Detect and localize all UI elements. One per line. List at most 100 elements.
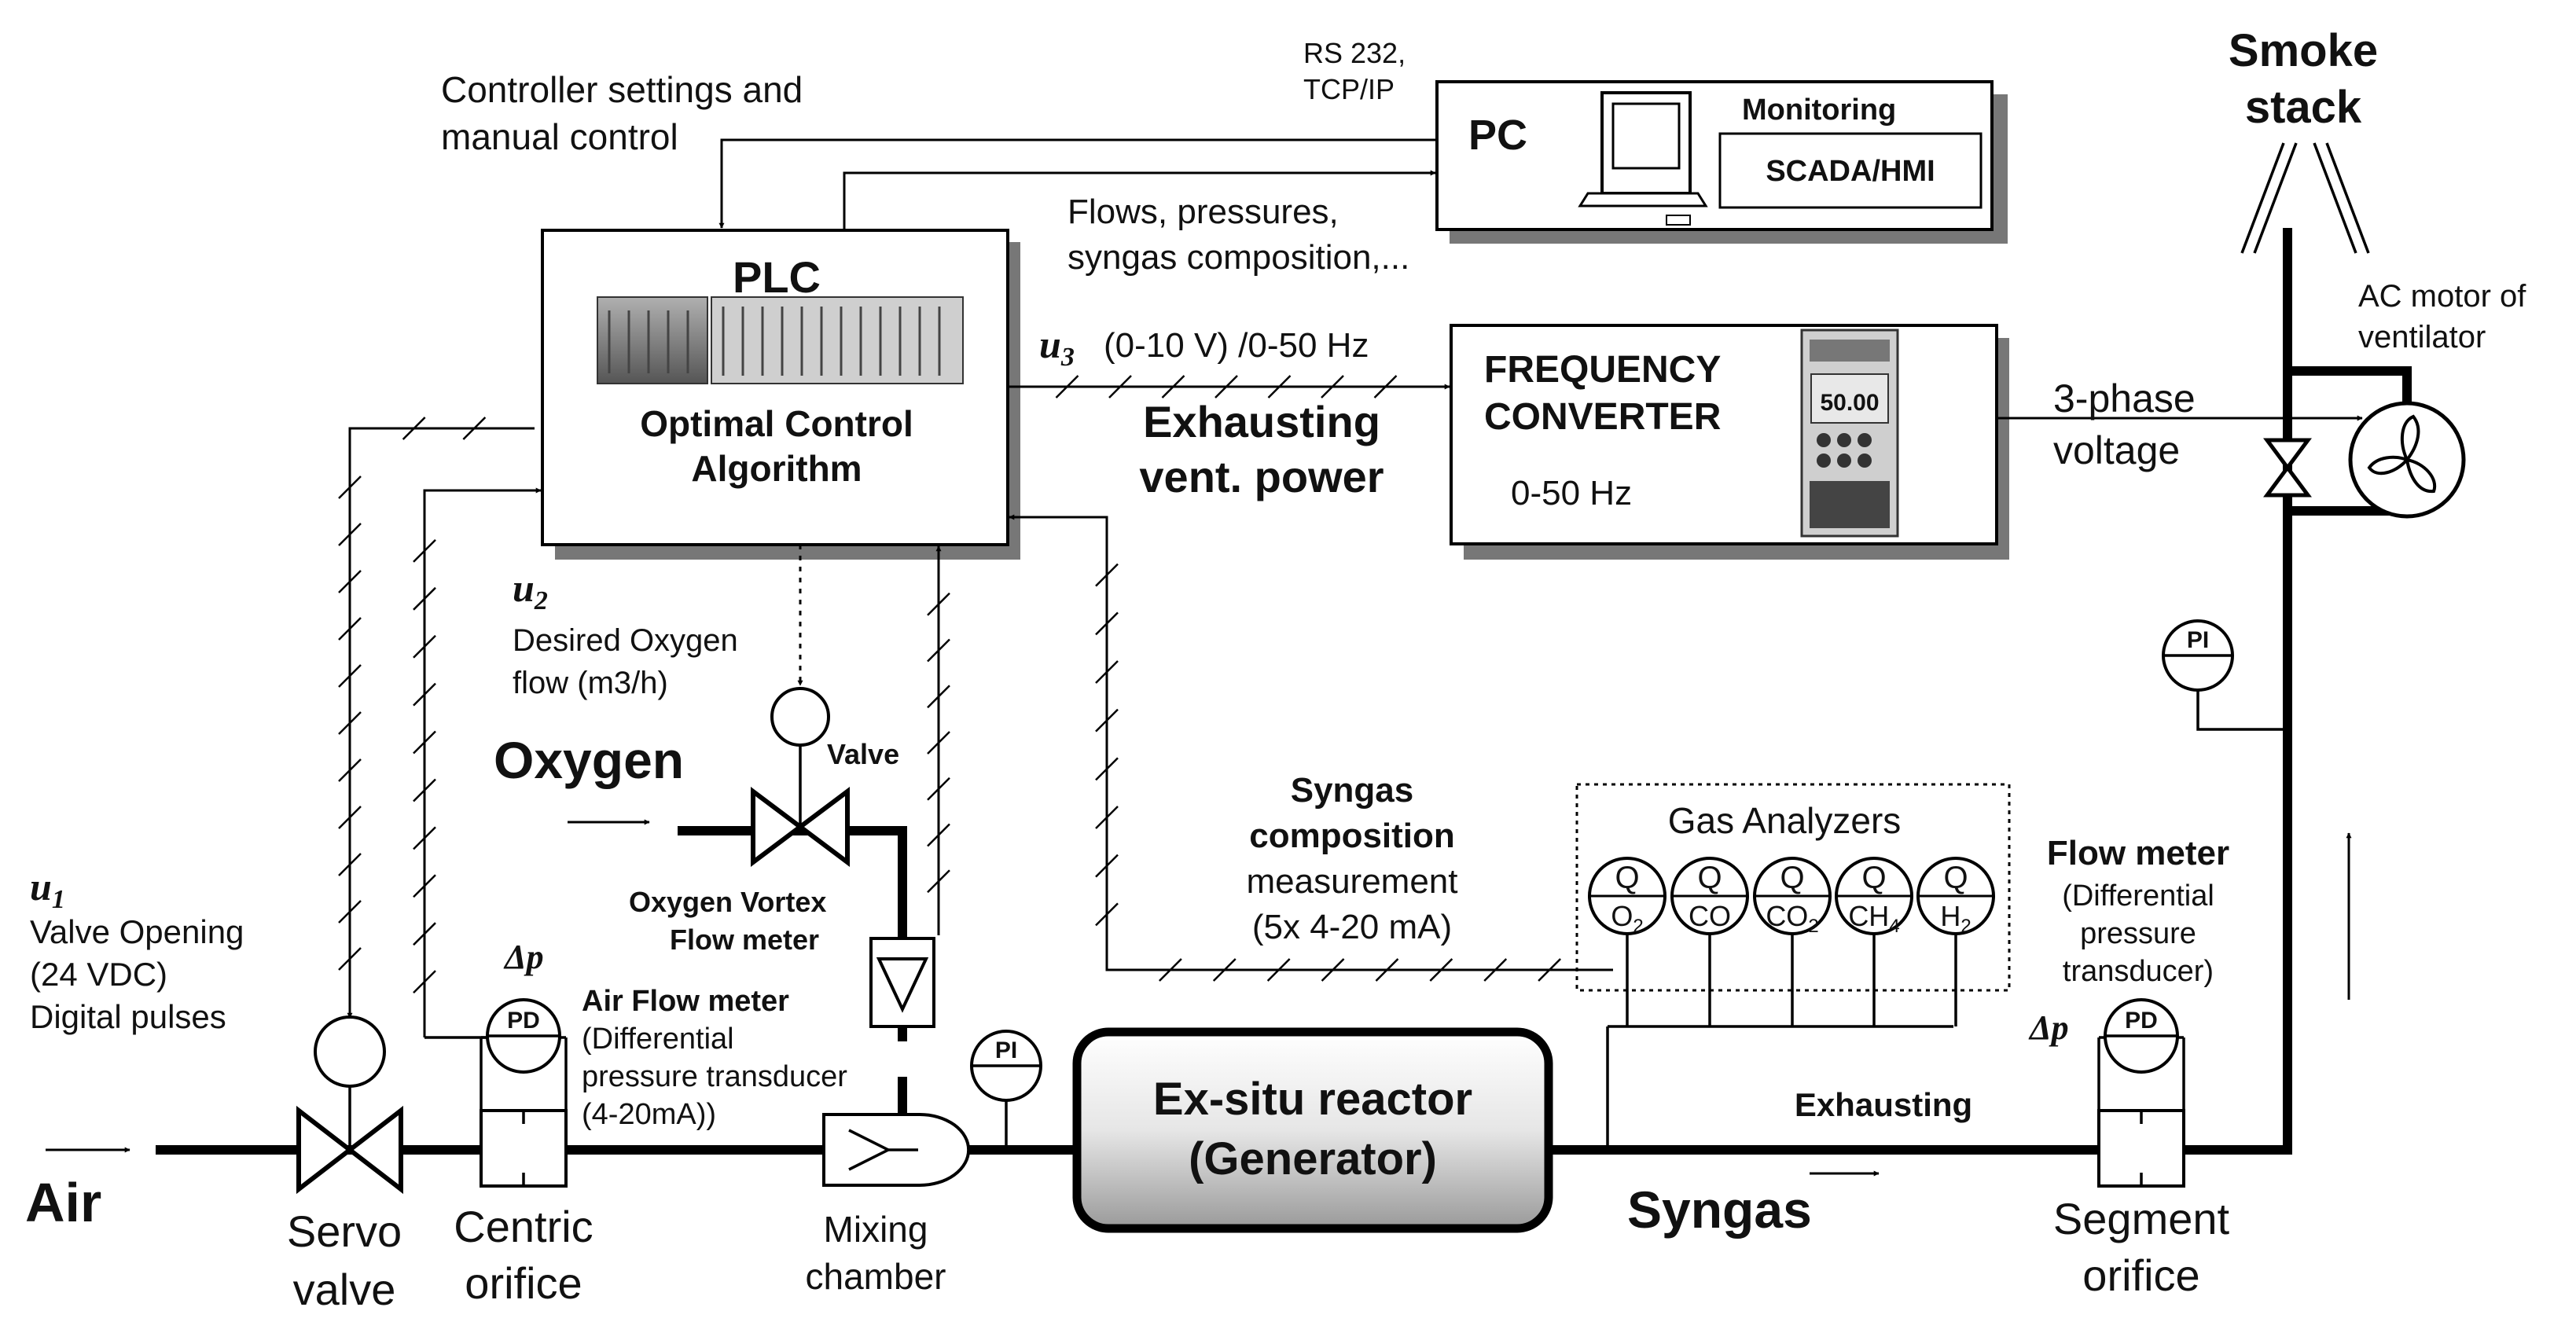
reactor-line1: Ex-situ reactor <box>1153 1074 1472 1125</box>
analyzer-gas-label: H2 <box>1940 900 1971 937</box>
servo-line2: valve <box>293 1265 396 1314</box>
gas-analyzers-label: Gas Analyzers <box>1668 800 1902 841</box>
analyzer-gas-label: O2 <box>1611 900 1643 937</box>
text-labels: Controller settings and manual control R… <box>25 25 2526 1314</box>
syngas-comp-line3: measurement <box>1246 862 1457 901</box>
pc-box: PC Monitoring SCADA/HMI <box>1435 80 2008 244</box>
three-phase-line1: 3-phase <box>2053 376 2196 420</box>
three-phase-line2: voltage <box>2053 428 2180 472</box>
delta-p-exhaust: Δp <box>2028 1008 2069 1047</box>
u3-symbol: u3 <box>1039 322 1075 372</box>
exhausting-vent-line2: vent. power <box>1139 452 1384 501</box>
reactor-line2: (Generator) <box>1189 1133 1437 1184</box>
analyzer-q-label: Q <box>1861 861 1886 895</box>
optimal-control-line1: Optimal Control <box>640 403 913 444</box>
u2-symbol: u2 <box>513 566 548 615</box>
air-flow-line1: Air Flow meter <box>582 985 789 1018</box>
pi-stack-label: PI <box>2187 627 2209 653</box>
pc-label: PC <box>1468 112 1527 159</box>
oxygen-valve <box>751 687 850 867</box>
centric-line2: orifice <box>465 1258 582 1308</box>
pi-mixing-gauge: PI <box>970 1030 1042 1148</box>
ventilator-assembly <box>2263 366 2466 519</box>
u3-signal: (0-10 V) /0-50 Hz <box>1104 326 1369 365</box>
flow-arrows <box>46 819 2352 1177</box>
pd-exhaust-label: PD <box>2125 1008 2158 1034</box>
freq-range: 0-50 Hz <box>1511 474 1632 512</box>
mixing-line1: Mixing <box>824 1209 928 1250</box>
flows-line2: syngas composition,... <box>1068 238 1409 277</box>
syngas-comp-line1: Syngas <box>1291 771 1414 810</box>
smoke-line2: stack <box>2245 82 2362 133</box>
gas-analyzer-h2: Q H2 <box>1916 857 1995 1026</box>
rs232-line1: RS 232, <box>1303 37 1406 69</box>
gas-analyzer-ch4: Q CH4 <box>1835 857 1913 1026</box>
monitoring-label: Monitoring <box>1742 94 1896 127</box>
centric-line1: Centric <box>454 1202 593 1251</box>
computer-icon <box>1578 91 1708 226</box>
analyzer-gas-label: CO2 <box>1766 900 1818 937</box>
analyzer-q-label: Q <box>1615 861 1639 895</box>
gas-analyzer-co: Q CO <box>1670 857 1749 1026</box>
analyzer-q-label: Q <box>1780 861 1804 895</box>
optimal-control-line2: Algorithm <box>691 448 862 489</box>
servo-line1: Servo <box>287 1206 402 1256</box>
analyzer-q-label: Q <box>1943 861 1968 895</box>
pd-air-label: PD <box>507 1008 540 1034</box>
mixing-line2: chamber <box>806 1256 946 1297</box>
controller-settings-line2: manual control <box>441 116 678 157</box>
freq-line1: FREQUENCY <box>1484 349 1721 391</box>
freq-line2: CONVERTER <box>1484 396 1721 438</box>
desired-oxygen-line1: Desired Oxygen <box>513 623 738 658</box>
oxygen-vortex-line1: Oxygen Vortex <box>629 886 826 918</box>
reactor: Ex-situ reactor (Generator) <box>1072 1027 1553 1233</box>
servo-actuator-icon <box>314 1015 386 1088</box>
scada-label: SCADA/HMI <box>1766 155 1935 188</box>
rs232-line2: TCP/IP <box>1303 73 1395 105</box>
ac-motor-line2: ventilator <box>2358 320 2486 354</box>
desired-oxygen-line2: flow (m3/h) <box>513 666 668 700</box>
oxygen-vortex-flowmeter <box>869 937 935 1028</box>
segment-orifice: PD <box>2097 998 2185 1188</box>
syngas-comp-line4: (5x 4-20 mA) <box>1252 908 1452 946</box>
analyzer-q-label: Q <box>1697 861 1722 895</box>
bypass-valve-icon <box>2263 438 2312 498</box>
analyzer-gas-label: CH4 <box>1848 900 1899 937</box>
signal-hatching <box>338 375 1561 993</box>
frequency-converter-box: FREQUENCY CONVERTER 0-50 Hz 50.00 <box>1450 324 2009 560</box>
gas-analyzer-o2: Q O2 <box>1588 857 1666 1026</box>
flow-meter-line2: (Differential <box>2062 879 2214 913</box>
smoke-line1: Smoke <box>2229 25 2378 76</box>
air-label: Air <box>25 1172 101 1233</box>
segment-line2: orifice <box>2082 1250 2199 1300</box>
centric-orifice: PD <box>480 998 568 1188</box>
valve-opening-line3: Digital pulses <box>30 998 226 1035</box>
valve-label: Valve <box>827 738 899 770</box>
flow-meter-line4: transducer) <box>2063 955 2214 988</box>
plc-hardware-icon <box>597 296 964 384</box>
delta-p-air: Δp <box>503 938 544 976</box>
syngas-comp-line2: composition <box>1249 817 1455 855</box>
plc-box: PLC Optimal Control Algorithm <box>541 229 1020 560</box>
air-flow-line2: (Differential <box>582 1023 734 1056</box>
analyzer-gas-label: CO <box>1689 900 1731 932</box>
oxygen-label: Oxygen <box>494 731 684 789</box>
valve-opening-line1: Valve Opening <box>30 913 244 950</box>
pi-mixing-label: PI <box>995 1037 1017 1063</box>
inverter-device-icon: 50.00 <box>1800 329 1899 538</box>
gas-analyzer-co2: Q CO2 <box>1753 857 1832 1026</box>
valve-opening-line2: (24 VDC) <box>30 956 167 993</box>
flow-meter-line1: Flow meter <box>2047 834 2229 872</box>
exhausting-vent-line1: Exhausting <box>1143 397 1380 446</box>
exhausting-label: Exhausting <box>1795 1086 1972 1123</box>
u1-symbol: u1 <box>30 865 65 914</box>
mixing-chamber <box>822 1113 971 1187</box>
syngas-label: Syngas <box>1627 1181 1812 1239</box>
oxygen-vortex-line2: Flow meter <box>670 924 819 956</box>
ac-motor-line1: AC motor of <box>2358 279 2526 314</box>
flows-line1: Flows, pressures, <box>1068 193 1339 231</box>
scada-box <box>1718 132 1983 209</box>
smoke-stack-lines <box>2240 142 2370 254</box>
pi-stack-gauge: PI <box>2162 619 2288 731</box>
